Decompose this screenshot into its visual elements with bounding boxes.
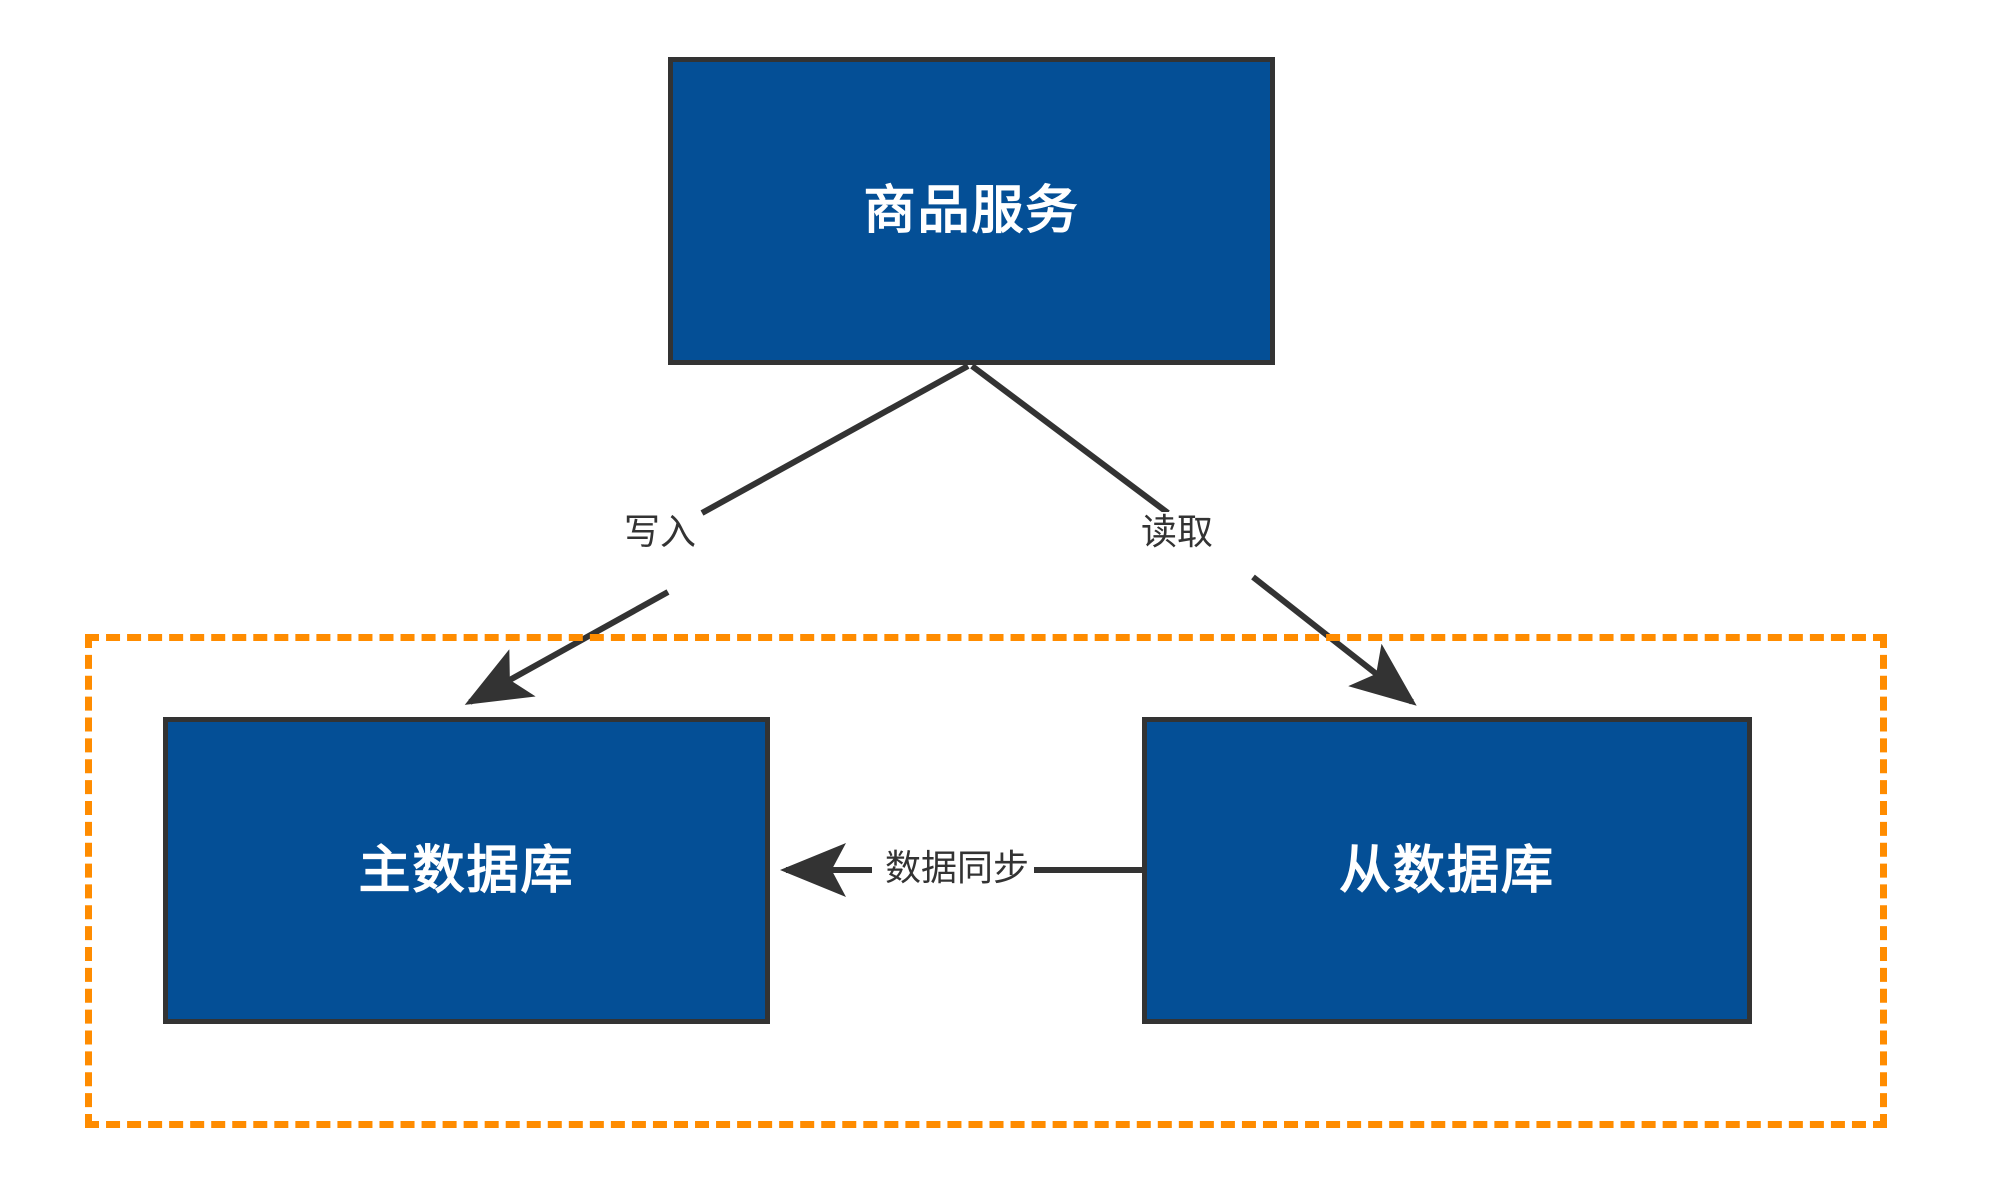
database-cluster-boundary <box>85 634 1887 1128</box>
node-product-service[interactable]: 商品服务 <box>668 57 1275 365</box>
edge-write <box>464 363 970 705</box>
edge-label-read: 读取 <box>1136 512 1219 554</box>
node-primary-database-label: 主数据库 <box>358 840 575 901</box>
node-primary-database[interactable]: 主数据库 <box>163 717 770 1024</box>
edge-label-write: 写入 <box>619 512 702 554</box>
node-product-service-label: 商品服务 <box>863 181 1080 241</box>
node-replica-database[interactable]: 从数据库 <box>1142 717 1752 1024</box>
edge-label-data-sync: 数据同步 <box>880 848 1035 890</box>
node-replica-database-label: 从数据库 <box>1338 840 1555 901</box>
